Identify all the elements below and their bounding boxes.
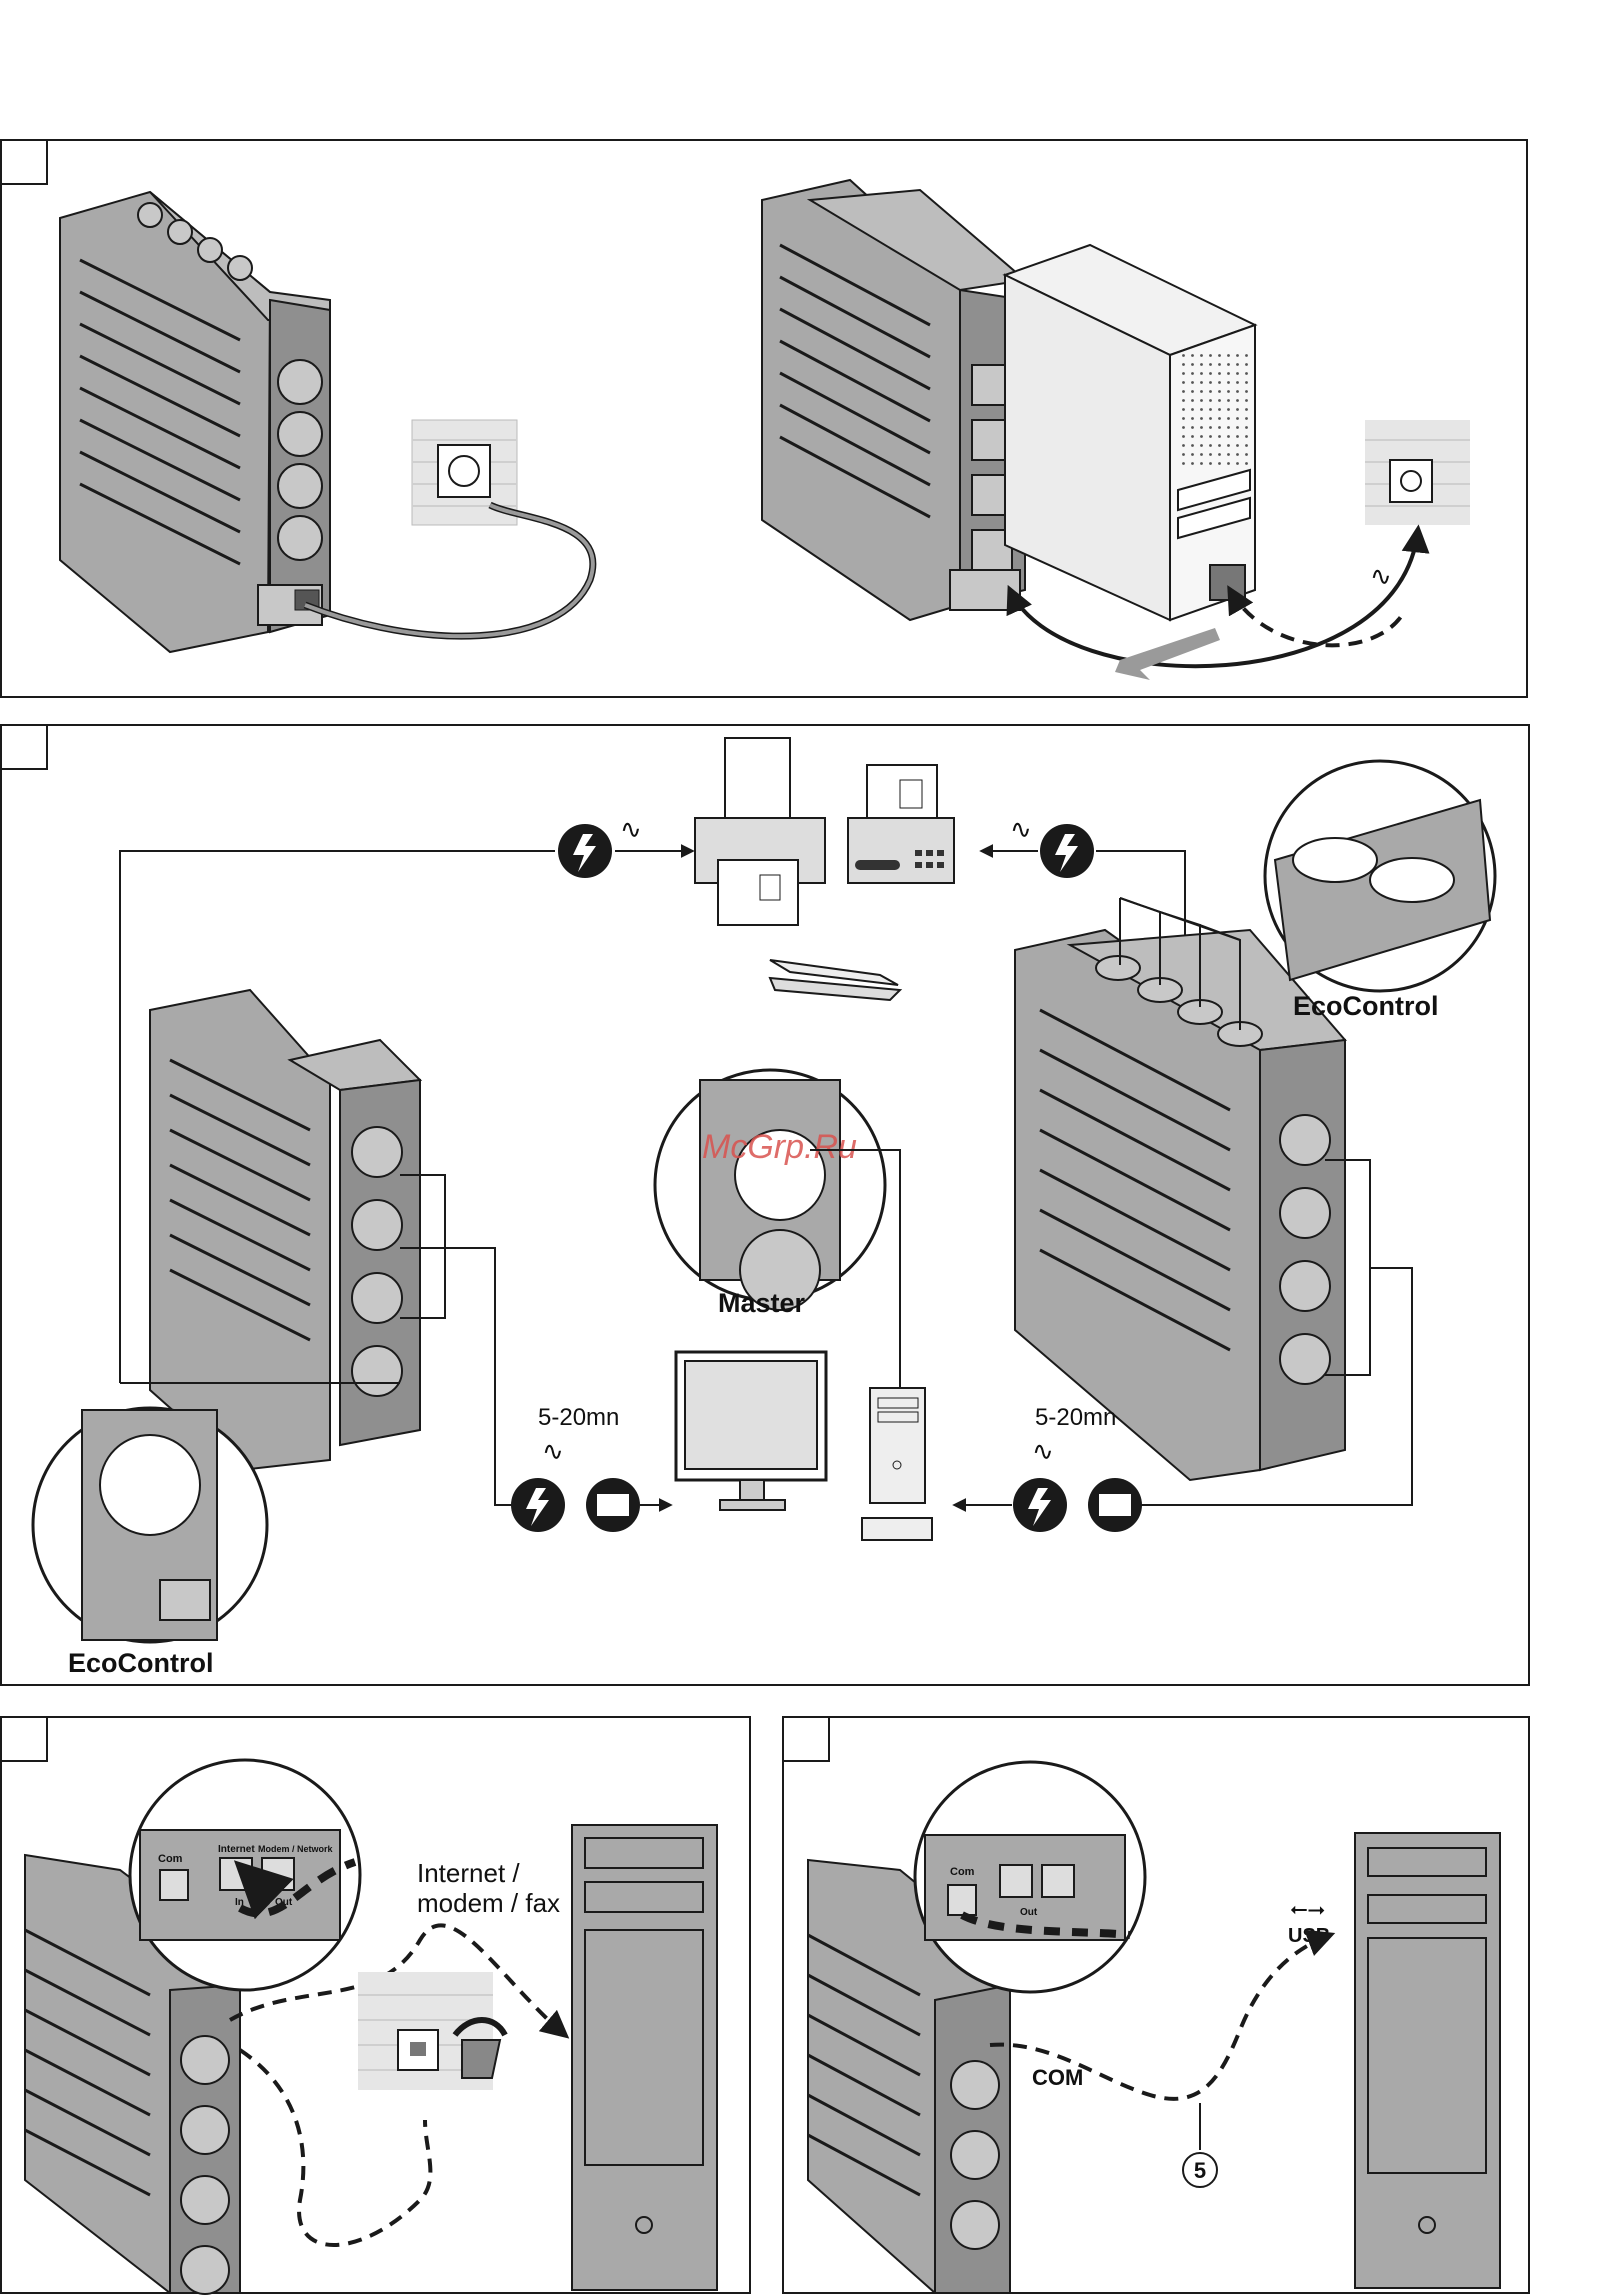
ac-symbol: ∿ [1032,1436,1054,1466]
internet-label-line2: modem / fax [417,1888,560,1918]
battery-backup-badge-bottom-right [1088,1478,1142,1532]
surge-protection-badge-right [1040,824,1094,878]
panel-4: Com Out ⭠⭢ USB COM 5 [783,1717,1529,2293]
com-port-zoom: Com Out [915,1762,1145,1992]
port-label-com: Com [158,1853,183,1865]
printer [695,738,825,925]
eco-control-label-right: EcoControl [1293,991,1439,1021]
monitor [676,1352,826,1510]
usb-icon: ⭠⭢ [1290,1896,1325,1921]
eco-control-zoom-left [33,1408,267,1642]
ups-device-right [762,180,1025,620]
surge-protection-badge-left [558,824,612,878]
com-label: COM [1032,2065,1083,2090]
internet-label-line1: Internet / [417,1858,520,1888]
watermark: McGrp.Ru [702,1128,857,1166]
ac-symbol: ∿ [1010,814,1032,844]
fax-machine [848,765,954,883]
delay-label-left: 5-20mn [538,1404,619,1431]
scanner [770,960,900,1000]
port-label-modem: Modem / Network [258,1844,334,1854]
desktop-tower [862,1388,932,1540]
port-label-internet: Internet [218,1844,255,1855]
master-outlet-zoom [655,1070,885,1310]
wall-socket-right [1365,420,1470,525]
ups-device-left [60,192,330,652]
ac-symbol: ∿ [620,814,642,844]
ac-symbol: ∿ [542,1436,564,1466]
step-number-box-2 [1,725,47,769]
panel-1: ∿ [1,140,1527,697]
ac-symbol: ∿ [1370,561,1392,591]
computer-tower [572,1825,717,2290]
ups-device-eco-left [150,990,420,1470]
eco-control-label-left: EcoControl [68,1648,214,1678]
pc-power-cable-removed [1230,590,1405,645]
direction-arrow [1115,628,1220,680]
panel-2: ∿ ∿ [1,725,1529,1685]
panel-3: Com Internet Modem / Network In Out Inte… [1,1717,750,2294]
battery-backup-badge-bottom-left [586,1478,640,1532]
step-number-box-1 [1,140,47,184]
eco-control-zoom-right [1265,761,1495,991]
computer-tower-usb [1355,1833,1500,2288]
step-number-box-3 [1,1717,47,1761]
wall-phone-socket [358,1972,505,2090]
step-number-box-4 [783,1717,829,1761]
surge-protection-badge-bottom-left [511,1478,565,1532]
master-label: Master [718,1288,806,1318]
cable-number: 5 [1194,2158,1206,2183]
delay-label-right: 5-20mn [1035,1404,1116,1431]
port-label-com-zoom: Com [950,1866,975,1878]
port-label-out-zoom: Out [1020,1907,1038,1918]
surge-protection-badge-bottom-right [1013,1478,1067,1532]
pc-tower [1005,245,1255,620]
